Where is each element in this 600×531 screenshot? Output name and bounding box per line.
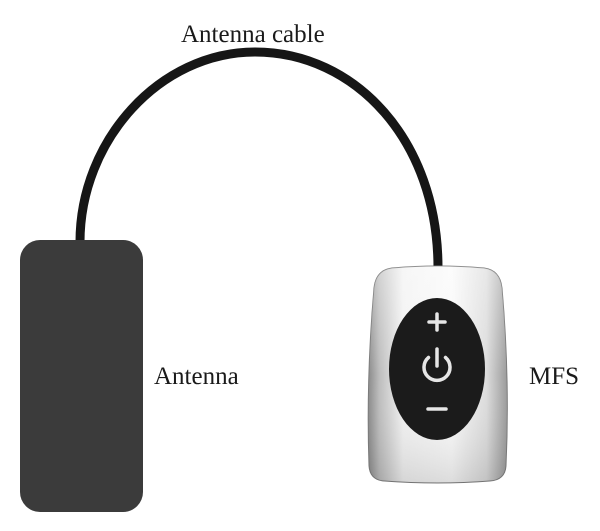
antenna-cable	[80, 52, 438, 268]
antenna	[20, 240, 143, 512]
mfs-label: MFS	[529, 364, 579, 389]
mfs-device	[368, 266, 507, 483]
antenna-cable-label: Antenna cable	[181, 22, 325, 47]
antenna-label: Antenna	[154, 364, 239, 389]
